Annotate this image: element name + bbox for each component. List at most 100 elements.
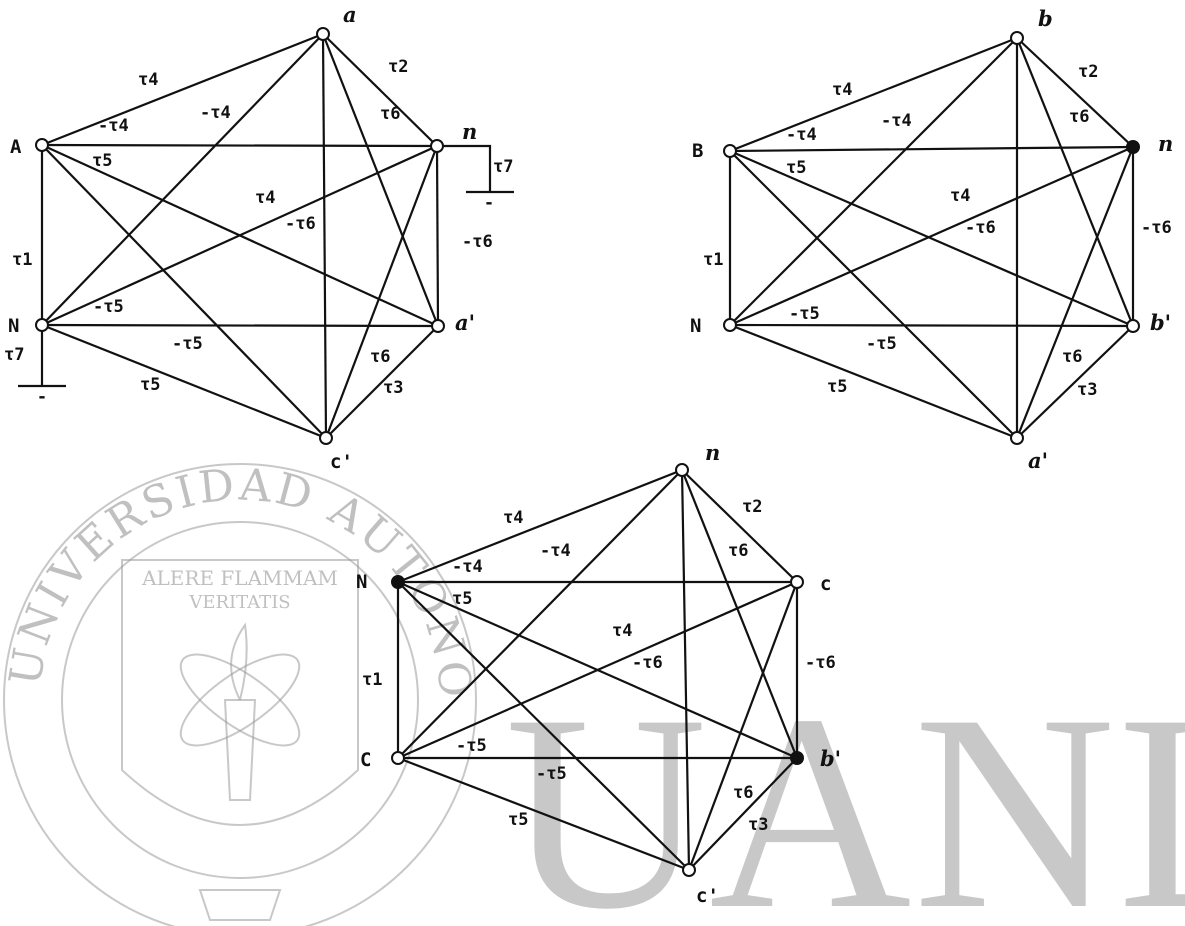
node-n bbox=[675, 463, 689, 477]
node-label: N bbox=[8, 315, 19, 337]
edge-N-a bbox=[41, 33, 324, 326]
edge-label: -τ4 bbox=[98, 116, 129, 136]
node-label: c' bbox=[330, 451, 353, 473]
node-label: b' bbox=[820, 746, 841, 771]
edge-label: τ4 bbox=[138, 70, 158, 90]
edge-label: τ5 bbox=[452, 589, 472, 609]
edge-a2-c2 bbox=[325, 325, 439, 439]
node-label: n bbox=[1158, 131, 1173, 156]
edge-b-n bbox=[1016, 37, 1134, 148]
edge-C-c2 bbox=[397, 756, 690, 872]
node-label: a bbox=[343, 2, 357, 27]
edge-N-n bbox=[397, 468, 683, 584]
node-B bbox=[723, 144, 737, 158]
edge-label: -τ6 bbox=[285, 214, 316, 234]
node-a2 bbox=[431, 319, 445, 333]
edge-B-a2 bbox=[729, 150, 1018, 439]
edge-label: τ6 bbox=[733, 783, 753, 803]
watermark-seal: UNIVERSIDAD AUTONOMA DE NUEVO LEON ALERE… bbox=[0, 0, 478, 926]
edge-label: τ2 bbox=[742, 497, 762, 517]
edge-label: τ2 bbox=[388, 57, 408, 77]
edge-N-b2 bbox=[729, 323, 1134, 328]
node-label: C bbox=[360, 749, 371, 771]
edge-label: τ5 bbox=[508, 810, 528, 830]
edge-N-b bbox=[729, 37, 1018, 326]
edge-n-c bbox=[681, 469, 798, 583]
edge-label: τ4 bbox=[832, 80, 852, 100]
edge-n-b2 bbox=[680, 469, 799, 759]
edge-label: τ6 bbox=[1062, 347, 1082, 367]
edge-label: -τ4 bbox=[786, 125, 817, 145]
edge-a-a2 bbox=[321, 33, 440, 327]
node-a2 bbox=[1010, 431, 1024, 445]
edge-n-a2 bbox=[435, 145, 440, 327]
node-label: c bbox=[820, 573, 831, 595]
edge-label: -τ4 bbox=[540, 541, 571, 561]
edge-C-n bbox=[397, 469, 683, 759]
edge-label: τ5 bbox=[827, 377, 847, 397]
edge-B-n bbox=[729, 145, 1134, 153]
edge-c-c2 bbox=[687, 581, 799, 871]
node-A bbox=[35, 138, 49, 152]
node-b2 bbox=[1126, 319, 1140, 333]
ground-label: τ7 bbox=[493, 157, 513, 177]
edge-label: τ6 bbox=[370, 347, 390, 367]
edge-label: τ5 bbox=[92, 151, 112, 171]
node-n bbox=[430, 139, 444, 153]
edge-N-a2 bbox=[41, 323, 439, 328]
edge-label: -τ4 bbox=[200, 103, 231, 123]
edge-label: -τ5 bbox=[93, 297, 124, 317]
edge-label: -τ4 bbox=[452, 557, 483, 577]
node-label: N bbox=[690, 315, 701, 337]
node-label: A bbox=[10, 136, 22, 158]
node-label: c' bbox=[696, 885, 719, 907]
edge-label: τ4 bbox=[950, 186, 970, 206]
watermark-uanl-text: UANL bbox=[505, 656, 1185, 926]
edge-N-c2 bbox=[397, 581, 690, 871]
edge-A-c2 bbox=[41, 144, 327, 439]
node-a bbox=[316, 27, 330, 41]
ground-minus: - bbox=[37, 387, 47, 407]
node-N bbox=[35, 318, 49, 332]
node-b bbox=[1010, 31, 1024, 45]
node-label: n bbox=[462, 119, 477, 144]
edge-A-n bbox=[41, 143, 438, 148]
node-c bbox=[790, 575, 804, 589]
node-label: n bbox=[705, 440, 720, 465]
edge-label: -τ4 bbox=[881, 111, 912, 131]
ground-wire bbox=[437, 144, 492, 192]
edge-label: τ5 bbox=[786, 158, 806, 178]
edge-label: τ1 bbox=[12, 250, 32, 270]
edge-label: τ6 bbox=[380, 104, 400, 124]
ground-minus: - bbox=[484, 193, 494, 213]
node-c2 bbox=[319, 431, 333, 445]
edge-label: -τ6 bbox=[462, 232, 493, 252]
ground-label: τ7 bbox=[4, 345, 24, 365]
node-c2 bbox=[682, 863, 696, 877]
edge-label: τ6 bbox=[1069, 107, 1089, 127]
edge-label: -τ6 bbox=[805, 653, 836, 673]
edge-B-b bbox=[729, 36, 1018, 153]
edge-n-a2 bbox=[1015, 146, 1135, 439]
edge-label: -τ5 bbox=[536, 764, 567, 784]
edge-N-n bbox=[729, 145, 1134, 327]
edge-n-c2 bbox=[680, 469, 691, 871]
edge-b-b2 bbox=[1015, 37, 1135, 327]
node-N bbox=[391, 575, 405, 589]
edge-label: τ1 bbox=[703, 250, 723, 270]
edge-n-c2 bbox=[324, 145, 439, 439]
node-b2 bbox=[790, 751, 804, 765]
node-label: N bbox=[356, 571, 367, 593]
edge-label: τ2 bbox=[1078, 62, 1098, 82]
node-C bbox=[391, 751, 405, 765]
watermark-motto-1: ALERE FLAMMAM bbox=[141, 566, 338, 590]
edge-b2-c2 bbox=[688, 757, 798, 871]
node-label: a' bbox=[455, 310, 475, 335]
edge-b2-a2 bbox=[1016, 325, 1134, 439]
edge-N-c2 bbox=[41, 323, 327, 440]
